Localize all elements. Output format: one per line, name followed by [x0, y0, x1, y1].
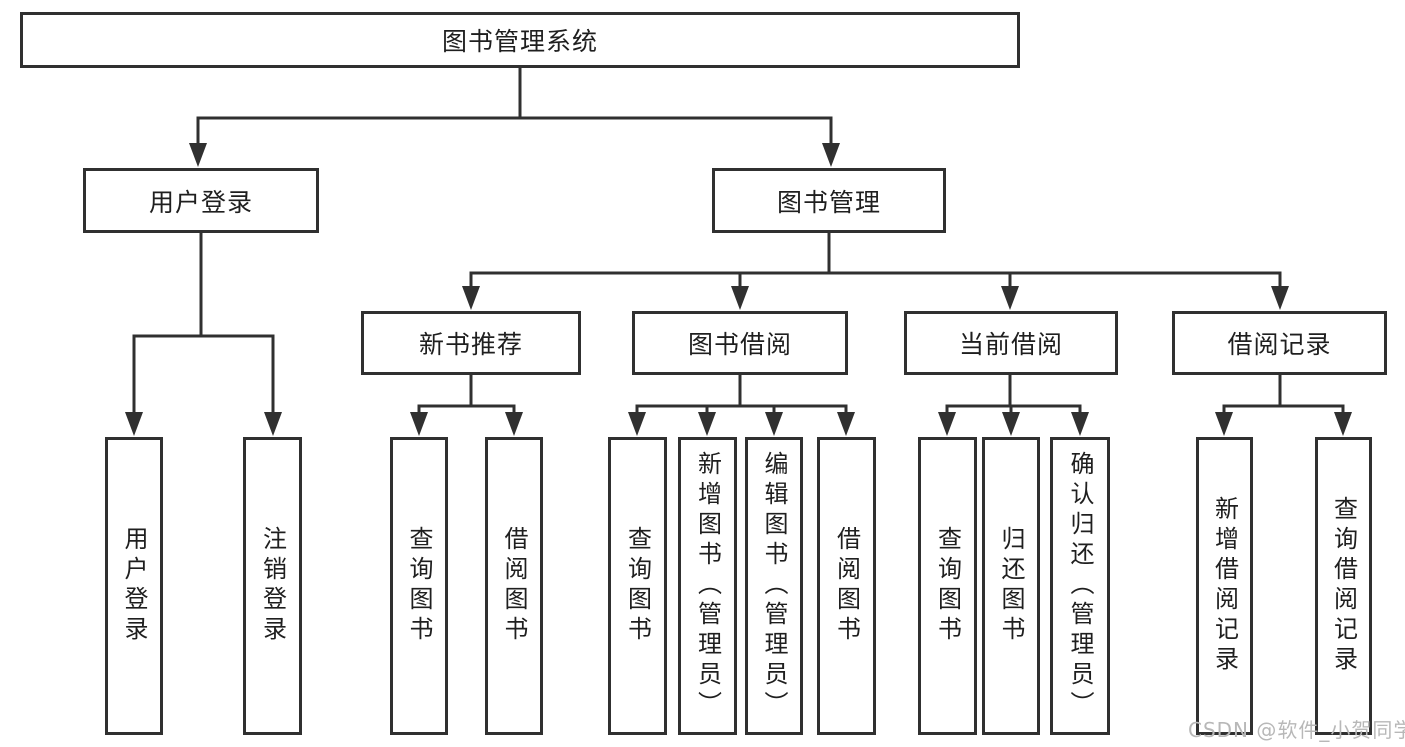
node-label: 查询图书 — [623, 526, 652, 646]
node-label: 图书借阅 — [687, 330, 792, 359]
node-label: 编辑图书（管理员） — [760, 451, 788, 721]
node-label: 当前借阅 — [958, 330, 1063, 359]
arrowhead-icon — [822, 143, 840, 167]
arrowhead-icon — [938, 412, 956, 436]
leaf-return-books: 归还图书 — [982, 437, 1040, 735]
leaf-confirm-return-admin: 确认归还（管理员） — [1050, 437, 1110, 735]
node-label: 借阅记录 — [1227, 330, 1332, 359]
node-label: 查询图书 — [933, 526, 962, 646]
leaf-user-login: 用户登录 — [105, 437, 163, 735]
leaf-logout: 注销登录 — [243, 437, 302, 735]
node-label: 新增借阅记录 — [1210, 496, 1239, 676]
node-label: 借阅图书 — [832, 526, 861, 646]
leaf-borrow-books: 借阅图书 — [485, 437, 543, 735]
arrowhead-icon — [1215, 412, 1233, 436]
node-new-book-recommend: 新书推荐 — [361, 311, 581, 375]
node-label: 图书管理系统 — [441, 27, 598, 56]
node-book-management: 图书管理 — [712, 168, 946, 233]
node-root-system: 图书管理系统 — [20, 12, 1020, 68]
arrowhead-icon — [1002, 412, 1020, 436]
node-label: 新增图书（管理员） — [693, 451, 722, 721]
node-label: 确认归还（管理员） — [1066, 451, 1094, 721]
node-current-borrowing: 当前借阅 — [904, 311, 1118, 375]
arrowhead-icon — [462, 286, 480, 310]
node-label: 图书管理 — [776, 187, 881, 217]
node-label: 用户登录 — [120, 526, 148, 646]
node-user-login: 用户登录 — [83, 168, 319, 233]
node-label: 借阅图书 — [500, 526, 528, 646]
leaf-query-books: 查询图书 — [918, 437, 977, 735]
tree-edges — [132, 66, 1345, 417]
arrowhead-icon — [1334, 412, 1352, 436]
leaf-add-books-admin: 新增图书（管理员） — [678, 437, 737, 735]
node-label: 查询图书 — [405, 526, 433, 646]
arrowhead-icon — [410, 412, 428, 436]
arrowhead-icon — [628, 412, 646, 436]
node-label: 注销登录 — [258, 526, 287, 646]
leaf-borrow-books: 借阅图书 — [817, 437, 876, 735]
node-book-borrowing: 图书借阅 — [632, 311, 848, 375]
arrowhead-icon — [505, 412, 523, 436]
arrowhead-icon — [765, 412, 783, 436]
edge-lines — [132, 66, 1345, 417]
arrowhead-icon — [264, 412, 282, 436]
arrowhead-icon — [837, 412, 855, 436]
leaf-add-borrow-record: 新增借阅记录 — [1196, 437, 1253, 735]
leaf-query-borrow-record: 查询借阅记录 — [1315, 437, 1372, 735]
arrowhead-icon — [1271, 286, 1289, 310]
leaf-query-books: 查询图书 — [608, 437, 667, 735]
csdn-watermark: CSDN @软件_小贺同学 — [1188, 718, 1405, 742]
leaf-edit-books-admin: 编辑图书（管理员） — [745, 437, 803, 735]
node-label: 查询借阅记录 — [1329, 496, 1358, 676]
leaf-query-books: 查询图书 — [390, 437, 448, 735]
arrowhead-icon — [189, 143, 207, 167]
node-label: 用户登录 — [148, 187, 253, 217]
node-label: 新书推荐 — [418, 330, 523, 359]
node-label: 归还图书 — [997, 526, 1025, 646]
arrowhead-icon — [698, 412, 716, 436]
arrowhead-icon — [1071, 412, 1089, 436]
arrowhead-icon — [731, 286, 749, 310]
arrowhead-icon — [125, 412, 143, 436]
arrowheads — [125, 143, 1352, 436]
node-borrowing-records: 借阅记录 — [1172, 311, 1387, 375]
arrowhead-icon — [1001, 286, 1019, 310]
